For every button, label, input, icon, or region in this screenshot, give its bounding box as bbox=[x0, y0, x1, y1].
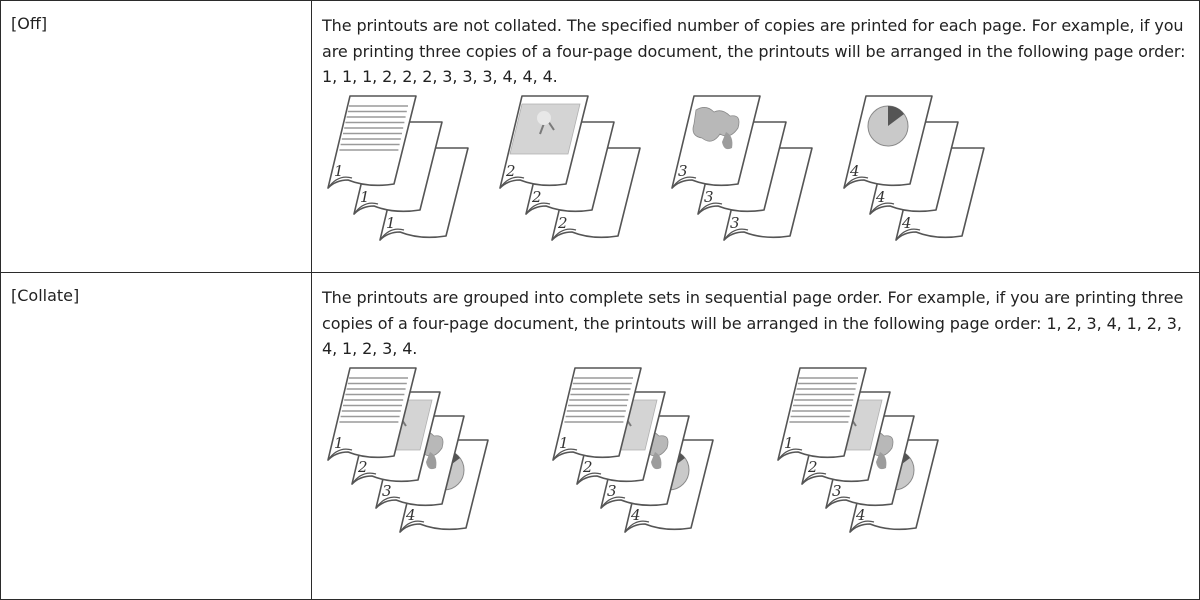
page-number: 2 bbox=[357, 458, 368, 476]
option-name-collate: [Collate] bbox=[0, 272, 312, 600]
page-number: 4 bbox=[630, 506, 641, 524]
page-number: 2 bbox=[505, 162, 516, 180]
page-number: 3 bbox=[730, 214, 740, 232]
page-curl bbox=[843, 176, 869, 188]
page-stack: 333 bbox=[671, 94, 813, 241]
page-number: 1 bbox=[334, 434, 344, 452]
page-number: 2 bbox=[531, 188, 542, 206]
page-outline bbox=[327, 94, 417, 189]
page-number: 1 bbox=[360, 188, 370, 206]
page-curl bbox=[379, 228, 405, 240]
page-sheet: 1 bbox=[327, 366, 417, 461]
pie-content bbox=[867, 105, 909, 146]
lines-content bbox=[789, 376, 858, 423]
page-outline bbox=[777, 366, 867, 461]
page-curl bbox=[327, 176, 353, 188]
lines-content bbox=[339, 104, 408, 151]
photo-content bbox=[509, 103, 581, 154]
page-number: 4 bbox=[875, 188, 886, 206]
page-number: 3 bbox=[832, 482, 842, 500]
option-name-off: [Off] bbox=[0, 0, 312, 273]
page-curl bbox=[600, 496, 626, 508]
page-number: 1 bbox=[386, 214, 396, 232]
page-number: 1 bbox=[334, 162, 344, 180]
table-row-collate: [Collate] The printouts are grouped into… bbox=[0, 272, 1200, 600]
page-stack: 222 bbox=[499, 94, 641, 241]
page-number: 4 bbox=[855, 506, 866, 524]
page-number: 3 bbox=[704, 188, 714, 206]
page-outline bbox=[552, 366, 642, 461]
page-number: 3 bbox=[607, 482, 617, 500]
page-sheet: 1 bbox=[327, 94, 417, 189]
lines-content bbox=[564, 376, 633, 423]
page-curl bbox=[351, 472, 377, 484]
page-number: 3 bbox=[382, 482, 392, 500]
table-row-off: [Off] The printouts are not collated. Th… bbox=[0, 0, 1200, 273]
page-curl bbox=[399, 520, 425, 532]
page-curl bbox=[869, 202, 895, 214]
lines-content bbox=[339, 376, 408, 423]
page-number: 2 bbox=[807, 458, 818, 476]
page-curl bbox=[697, 202, 723, 214]
map-content bbox=[692, 106, 740, 149]
page-number: 4 bbox=[849, 162, 860, 180]
page-curl bbox=[624, 520, 650, 532]
page-curl bbox=[525, 202, 551, 214]
page-number: 1 bbox=[784, 434, 794, 452]
page-number: 2 bbox=[582, 458, 593, 476]
page-curl bbox=[849, 520, 875, 532]
page-curl bbox=[825, 496, 851, 508]
page-outline bbox=[327, 366, 417, 461]
option-label: [Collate] bbox=[11, 286, 80, 305]
page-number: 4 bbox=[405, 506, 416, 524]
option-description-collate: The printouts are grouped into complete … bbox=[311, 272, 1200, 600]
description-text: The printouts are not collated. The spec… bbox=[322, 16, 1186, 86]
page-curl bbox=[551, 228, 577, 240]
page-number: 2 bbox=[557, 214, 568, 232]
description-text: The printouts are grouped into complete … bbox=[322, 288, 1184, 358]
page-curl bbox=[671, 176, 697, 188]
page-curl bbox=[576, 472, 602, 484]
option-label: [Off] bbox=[11, 14, 48, 33]
page-sheet: 1 bbox=[552, 366, 642, 461]
page-sheet: 2 bbox=[499, 94, 589, 189]
page-curl bbox=[777, 448, 803, 460]
page-curl bbox=[499, 176, 525, 188]
page-stack: 444 bbox=[843, 94, 985, 241]
page-curl bbox=[552, 448, 578, 460]
page-stack: 111 bbox=[327, 94, 469, 241]
page-curl bbox=[723, 228, 749, 240]
page-sheet: 4 bbox=[843, 94, 933, 189]
page-curl bbox=[801, 472, 827, 484]
page-curl bbox=[375, 496, 401, 508]
page-sheet: 3 bbox=[671, 94, 761, 189]
option-description-off: The printouts are not collated. The spec… bbox=[311, 0, 1200, 273]
page-curl bbox=[353, 202, 379, 214]
page-curl bbox=[327, 448, 353, 460]
page-number: 3 bbox=[678, 162, 688, 180]
page-curl bbox=[895, 228, 921, 240]
page-number: 4 bbox=[901, 214, 912, 232]
page-sheet: 1 bbox=[777, 366, 867, 461]
page-number: 1 bbox=[559, 434, 569, 452]
